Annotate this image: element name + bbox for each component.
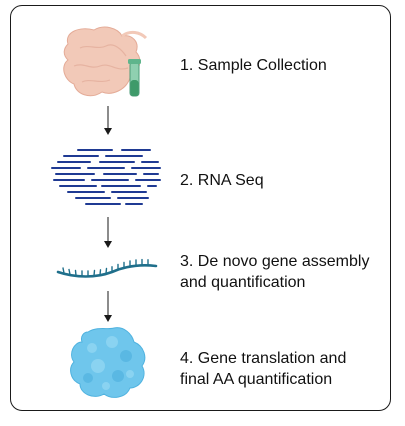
- protein-icon: [70, 327, 146, 398]
- arrow-down-icon: [104, 291, 112, 322]
- step-3-label: 3. De novo gene assembly and quantificat…: [180, 251, 369, 293]
- step-4-label-line2: final AA quantification: [180, 371, 333, 388]
- step-2-label: 2. RNA Seq: [180, 172, 264, 189]
- step-4-label-line1: 4. Gene translation and: [180, 350, 347, 367]
- step-1-label: 1. Sample Collection: [180, 57, 327, 74]
- arrow-down-icon: [104, 217, 112, 248]
- sequencing-reads-icon: [51, 149, 161, 205]
- step-3-label-line1: 3. De novo gene assembly: [180, 253, 370, 270]
- tissue-sample-tube-icon: [63, 26, 148, 97]
- step-4-label: 4. Gene translation and final AA quantif…: [180, 348, 346, 390]
- step-3-label-line2: and quantification: [180, 274, 306, 291]
- rna-strand-icon: [56, 258, 158, 278]
- arrow-down-icon: [104, 106, 112, 135]
